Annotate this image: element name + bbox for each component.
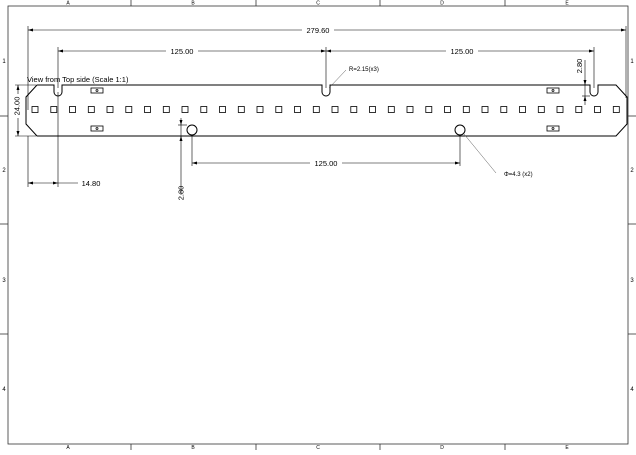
dim-edge-offset: 14.80	[82, 179, 101, 188]
dim-slot-pitch-right: 125.00	[451, 47, 474, 56]
dim-slot-depth: 2.80	[575, 59, 584, 74]
square-cutout	[612, 106, 620, 113]
square-cutout	[181, 106, 189, 113]
row-label-left: 4	[2, 387, 6, 393]
square-cutout	[537, 106, 545, 113]
square-cutout	[87, 106, 95, 113]
row-label-left: 1	[2, 59, 6, 65]
square-cutout-row	[31, 106, 620, 113]
square-cutout	[200, 106, 208, 113]
dim-slot-pitch-left: 125.00	[171, 47, 194, 56]
square-cutout	[50, 106, 58, 113]
square-cutout	[350, 106, 358, 113]
view-label: View from Top side (Scale 1:1)	[27, 75, 129, 84]
col-label-bottom: B	[191, 445, 195, 450]
square-cutout	[500, 106, 508, 113]
col-label-bottom: C	[316, 445, 320, 450]
row-label-right: 2	[630, 168, 634, 174]
square-cutout	[519, 106, 526, 113]
square-cutout	[219, 106, 226, 113]
part-outline	[25, 84, 628, 137]
square-cutout	[125, 106, 133, 113]
square-cutout	[69, 106, 76, 113]
col-label-top: A	[66, 1, 70, 7]
square-cutout	[162, 106, 170, 113]
dim-overall-length: 279.60	[307, 26, 330, 35]
square-cutout	[444, 106, 451, 113]
square-cutout	[481, 106, 489, 113]
square-cutout	[406, 106, 414, 113]
square-cutout	[369, 106, 376, 113]
row-label-right: 1	[630, 59, 634, 65]
square-cutout	[387, 106, 395, 113]
callout-hole-diameter: Φ=4.3 (x2)	[504, 172, 533, 178]
square-cutout	[294, 106, 301, 113]
col-label-bottom: A	[66, 445, 70, 450]
col-label-bottom: D	[440, 445, 444, 450]
square-cutout	[31, 106, 39, 113]
square-cutout	[556, 106, 564, 113]
square-cutout	[594, 106, 601, 113]
col-label-bottom: E	[565, 445, 569, 450]
col-label-top: D	[440, 1, 444, 7]
dim-hole-offset: 2.80	[177, 186, 186, 201]
square-cutout	[256, 106, 264, 113]
square-cutout	[425, 106, 433, 113]
square-cutout	[144, 106, 151, 113]
row-label-right: 3	[630, 278, 634, 284]
leader-lines	[328, 69, 497, 174]
square-cutout	[275, 106, 283, 113]
square-cutout	[462, 106, 470, 113]
square-cutout	[575, 106, 583, 113]
square-cutout	[331, 106, 339, 113]
row-label-left: 2	[2, 168, 6, 174]
col-label-top: E	[565, 1, 569, 7]
mounting-holes	[186, 124, 466, 136]
dim-hole-pitch: 125.00	[315, 159, 338, 168]
square-cutout	[106, 106, 114, 113]
col-label-top: C	[316, 1, 320, 7]
dimension-arrows	[16, 28, 626, 185]
dim-height: 24.00	[13, 97, 22, 116]
square-cutout	[237, 106, 245, 113]
col-label-top: B	[191, 1, 195, 7]
slot-tabs	[90, 87, 560, 132]
row-label-left: 3	[2, 278, 6, 284]
callout-slot-radius: R=2.15(x3)	[349, 67, 379, 73]
square-cutout	[312, 106, 320, 113]
row-label-right: 4	[630, 387, 634, 393]
